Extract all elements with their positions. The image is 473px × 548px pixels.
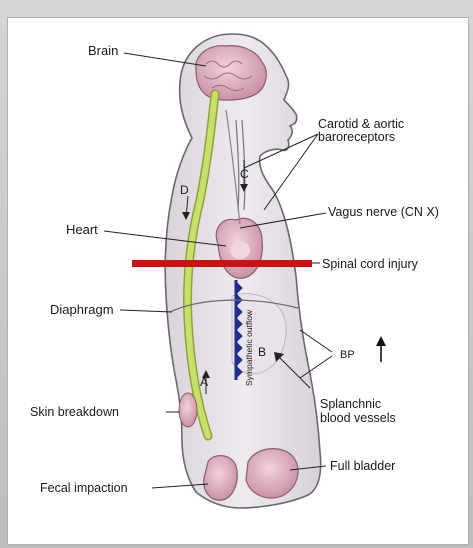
label-baroreceptors-line1: Carotid & aortic bbox=[318, 117, 404, 131]
brain-organ bbox=[196, 46, 266, 100]
bp-up-arrow bbox=[376, 336, 386, 362]
leader-diaphragm bbox=[120, 310, 172, 312]
label-full-bladder: Full bladder bbox=[330, 459, 395, 473]
label-spinal-cord-injury: Spinal cord injury bbox=[322, 257, 419, 271]
fecal-impaction-organ bbox=[204, 456, 238, 501]
skin-breakdown-spot bbox=[179, 393, 197, 427]
letter-a: A bbox=[200, 375, 208, 389]
bladder-organ bbox=[246, 449, 298, 498]
label-fecal-impaction: Fecal impaction bbox=[40, 481, 128, 495]
label-bp: BP bbox=[340, 349, 355, 361]
spinal-cord-injury-bar bbox=[132, 260, 312, 267]
label-heart: Heart bbox=[66, 222, 98, 237]
label-sympathetic-outflow: Sympathetic outflow bbox=[244, 309, 254, 386]
letter-d: D bbox=[180, 183, 189, 197]
letter-c: C bbox=[240, 167, 249, 181]
label-vagus: Vagus nerve (CN X) bbox=[328, 205, 439, 219]
label-brain: Brain bbox=[88, 43, 118, 58]
letter-b: B bbox=[258, 345, 266, 359]
label-diaphragm: Diaphragm bbox=[50, 302, 114, 317]
label-splanchnic-line2: blood vessels bbox=[320, 411, 396, 425]
label-baroreceptors-line2: baroreceptors bbox=[318, 130, 395, 144]
label-splanchnic-line1: Splanchnic bbox=[320, 397, 381, 411]
label-skin-breakdown: Skin breakdown bbox=[30, 405, 119, 419]
